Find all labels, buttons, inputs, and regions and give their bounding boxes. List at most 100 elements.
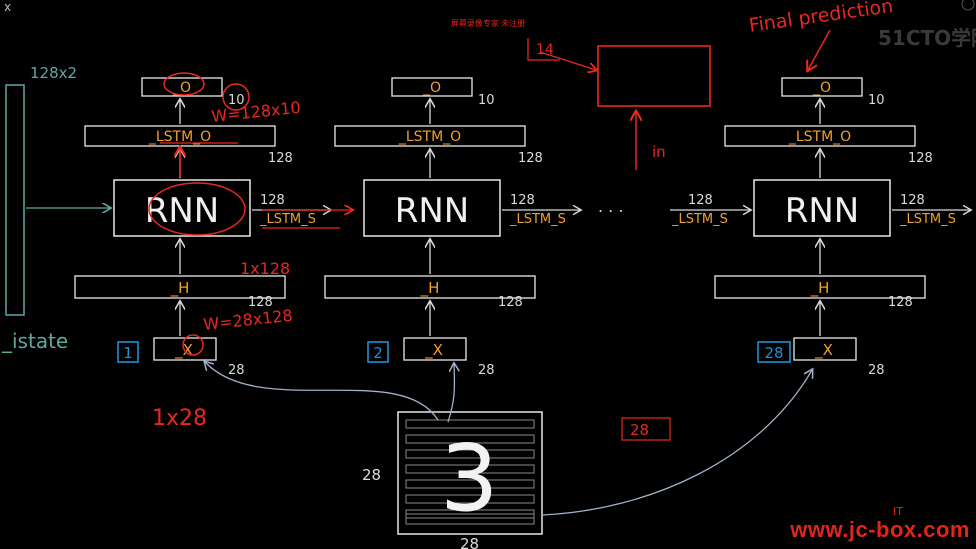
image-height-label: 28: [362, 466, 381, 484]
image-row: [405, 449, 535, 459]
logo-watermark: 51CTO学院: [878, 26, 976, 50]
h-label: _H: [420, 279, 440, 298]
lstm-o-label: _LSTM_O: [788, 129, 851, 145]
step-number: 28: [764, 344, 783, 362]
h-dim: 128: [248, 295, 273, 310]
rnn-label: RNN: [785, 191, 860, 231]
o-box: [391, 77, 473, 97]
ellipsis: . . .: [598, 197, 623, 216]
state-out-label: _LSTM_S: [259, 212, 316, 227]
o-label: _O: [172, 80, 191, 96]
rnn-box: [363, 179, 501, 237]
rnn-cell-28: _X2828_H128RNN_LSTM_O128_O10128_LSTM_S12…: [670, 77, 970, 378]
annotation-output-box: [597, 45, 711, 107]
input-image: 3 28 28: [205, 362, 812, 549]
rnn-label: RNN: [145, 191, 220, 231]
step-number: 1: [123, 344, 133, 362]
x-input-box: [793, 337, 857, 361]
h-box: [74, 275, 286, 299]
x-input-dim: 28: [228, 363, 245, 378]
lstm-o-dim: 128: [518, 151, 543, 166]
state-in-dim: 128: [688, 193, 713, 208]
image-row: [405, 479, 535, 489]
state-out-dim: 128: [260, 193, 285, 208]
o-dim: 10: [478, 93, 495, 108]
annotation-in-label: in: [652, 143, 666, 161]
annotation-box-small: 14: [536, 42, 554, 58]
annotation-final-prediction: Final prediction: [748, 0, 895, 37]
lstm-o-box: [724, 125, 916, 147]
istate-bar: [5, 84, 25, 316]
x-input-label: _X: [174, 341, 193, 360]
annotation-final-arrow: [808, 29, 831, 70]
x-input-box: [403, 337, 467, 361]
image-row: [405, 434, 535, 444]
rnn-box: [113, 179, 251, 237]
annotation-box-small-bracket: [527, 38, 560, 61]
h-label: _H: [170, 279, 190, 298]
o-label: _O: [812, 80, 831, 96]
lstm-o-dim: 128: [908, 151, 933, 166]
rnn-box: [753, 179, 891, 237]
x-input-dim: 28: [868, 363, 885, 378]
image-frame: [397, 411, 543, 535]
annotation-box-arrow: [539, 51, 596, 70]
o-dim: 10: [228, 93, 245, 108]
state-out-label: _LSTM_S: [899, 212, 956, 227]
o-box: [781, 77, 863, 97]
step-number: 2: [373, 344, 383, 362]
image-row: [405, 513, 535, 525]
logo-circle: [961, 0, 975, 11]
o-dim: 10: [868, 93, 885, 108]
lstm-o-box: [334, 125, 526, 147]
step-badge: [367, 341, 389, 363]
h-dim: 128: [888, 295, 913, 310]
x-input-label: _X: [814, 341, 833, 360]
top-note: 屏幕录像专家 未注册: [450, 19, 526, 28]
annotation-bottom-box: [621, 417, 671, 441]
x-input-dim: 28: [478, 363, 495, 378]
lstm-o-label: _LSTM_O: [148, 129, 211, 145]
annotation-circle-10: [222, 83, 250, 111]
h-box: [324, 275, 536, 299]
image-width-label: 28: [460, 535, 479, 549]
step-badge: [757, 341, 791, 363]
x-input-label: _X: [424, 341, 443, 360]
annotation-h-dim: 1x128: [240, 259, 290, 278]
annotation-circle-x: [182, 334, 204, 356]
lstm-o-dim: 128: [268, 151, 293, 166]
corner-it-mark: IT: [893, 505, 903, 518]
image-arrow-step1: [205, 362, 439, 421]
h-label: _H: [810, 279, 830, 298]
image-arrow-step2: [447, 364, 454, 423]
rnn-label: RNN: [395, 191, 470, 231]
state-out-label: _LSTM_S: [509, 212, 566, 227]
corner-mark: x: [4, 0, 12, 14]
image-row: [405, 464, 535, 474]
annotation-bottom-mark: 28: [630, 421, 649, 439]
image-digit: 3: [440, 425, 499, 532]
o-box: [141, 77, 223, 97]
site-watermark: www.jc-box.com: [790, 517, 970, 542]
image-arrow-step28: [541, 370, 812, 516]
h-box: [714, 275, 926, 299]
step-badge: [117, 341, 139, 363]
image-row: [405, 494, 535, 504]
annotation-x-dim: 1x28: [152, 406, 207, 431]
state-in-label: _LSTM_S: [671, 212, 728, 227]
lstm-o-label: _LSTM_O: [398, 129, 461, 145]
h-dim: 128: [498, 295, 523, 310]
image-row: [405, 419, 535, 429]
istate-label: _istate: [1, 329, 68, 353]
state-out-dim: 128: [510, 193, 535, 208]
istate-dim: 128x2: [30, 64, 77, 82]
istate-group: 128x2 _istate: [1, 64, 110, 353]
state-out-dim: 128: [900, 193, 925, 208]
annotation-circle-rnn: [148, 182, 246, 236]
annotation-w-in: W=28x128: [202, 306, 293, 334]
o-label: _O: [422, 80, 441, 96]
annotation-circle-o: [163, 72, 205, 96]
